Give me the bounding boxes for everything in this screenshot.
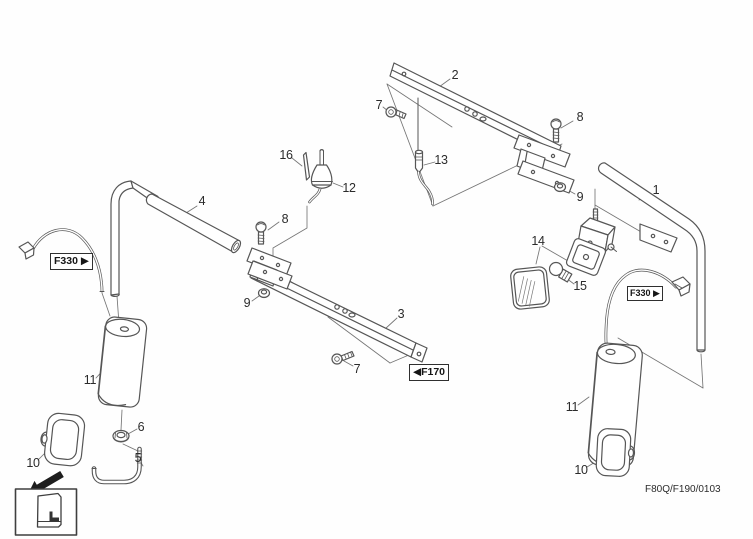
part-callout-8b: 8: [281, 211, 289, 226]
part-callout-12: 12: [342, 180, 356, 195]
part-callout-7a: 7: [375, 97, 383, 112]
mirror-body-left: [97, 316, 148, 408]
nut-9-center: [257, 288, 271, 299]
part-callout-7b: 7: [353, 361, 361, 376]
part-callout-8a: 8: [576, 109, 584, 124]
screw-8-upper: [550, 118, 562, 143]
grommet-12: [308, 149, 333, 204]
mirror-cable-right: [604, 268, 691, 353]
screw-7-center: [331, 350, 355, 365]
part-callout-11b: 11: [565, 399, 579, 414]
figure-code: F80Q/F190/0103: [645, 484, 721, 495]
screw-8-center: [255, 221, 267, 245]
ref-label-f330-right: F330 ▶: [627, 286, 663, 301]
bracket-lower: [246, 247, 293, 290]
part-callout-10b: 10: [574, 462, 588, 477]
ref-label-f170: ◀F170: [409, 364, 450, 381]
lamp-assembly: [510, 208, 617, 310]
part-callout-15: 15: [573, 278, 587, 293]
part-callout-9a: 9: [576, 189, 584, 204]
screw-7-upper: [385, 106, 407, 120]
part-callout-13: 13: [434, 152, 448, 167]
bulb-15: [548, 261, 573, 283]
part-callout-3: 3: [397, 306, 405, 321]
part-callout-1: 1: [652, 182, 660, 197]
part-callout-4: 4: [198, 193, 206, 208]
cab-seat-icon: [36, 492, 62, 528]
part-callout-11a: 11: [83, 372, 97, 387]
mirror-head-left: [40, 412, 86, 467]
mirror-cable-left: [18, 228, 105, 293]
nut-9-upper: [553, 182, 567, 193]
hook-bolt-5: [91, 446, 143, 485]
part-callout-2: 2: [451, 67, 459, 82]
ref-label-f330-left: F330 ▶: [50, 253, 93, 270]
mirror-arm-right: [597, 162, 706, 353]
mirror-arm-left: [110, 180, 242, 297]
part-callout-16: 16: [279, 147, 293, 162]
harness-13: [414, 97, 434, 206]
part-callout-9b: 9: [243, 295, 251, 310]
part-callout-10a: 10: [26, 455, 40, 470]
nut-6: [112, 429, 130, 443]
part-callout-6: 6: [137, 419, 145, 434]
part-callout-5: 5: [134, 450, 142, 465]
part-callout-14: 14: [531, 233, 545, 248]
mirror-head-right: [595, 428, 636, 477]
cab-legend-box: [14, 488, 78, 536]
pin-16: [302, 151, 311, 181]
